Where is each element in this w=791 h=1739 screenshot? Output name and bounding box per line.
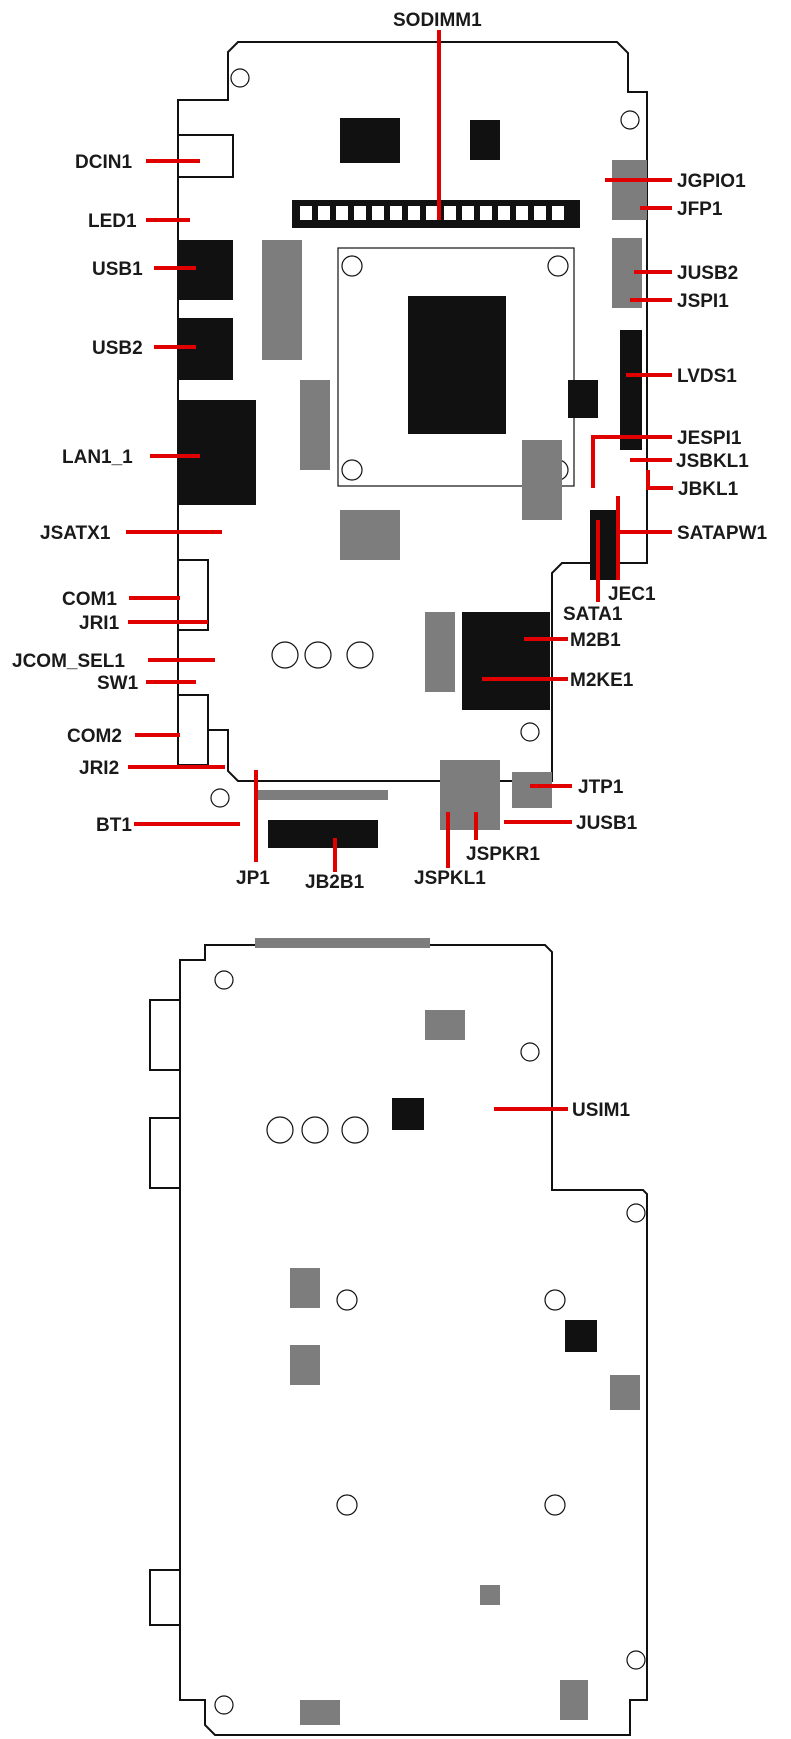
label-sodimm1: SODIMM1 xyxy=(393,10,482,31)
label-jspkl1: JSPKL1 xyxy=(414,868,486,889)
label-led1: LED1 xyxy=(88,211,137,232)
component-labels: SODIMM1 DCIN1 LED1 USB1 USB2 LAN1_1 JSAT… xyxy=(12,10,768,1121)
label-jusb1: JUSB1 xyxy=(576,813,638,834)
label-bt1: BT1 xyxy=(96,815,132,836)
label-usb1: USB1 xyxy=(92,259,143,280)
label-jbkl1: JBKL1 xyxy=(678,479,739,500)
label-dcin1: DCIN1 xyxy=(75,152,132,173)
label-jp1: JP1 xyxy=(236,868,270,889)
leader-jbkl1 xyxy=(646,470,650,490)
label-jri1: JRI1 xyxy=(79,613,120,634)
label-usb2: USB2 xyxy=(92,338,143,359)
label-jb2b1: JB2B1 xyxy=(305,872,365,893)
label-jfp1: JFP1 xyxy=(677,199,723,220)
label-jec1: JEC1 xyxy=(608,584,656,605)
label-jcom_sel1: JCOM_SEL1 xyxy=(12,651,125,672)
label-m2ke1: M2KE1 xyxy=(570,670,634,691)
label-usim1: USIM1 xyxy=(572,1100,631,1121)
label-satapw1: SATAPW1 xyxy=(677,523,768,544)
label-lvds1: LVDS1 xyxy=(677,366,737,387)
leader-jespi1 xyxy=(591,435,672,488)
label-jspi1: JSPI1 xyxy=(677,291,729,312)
label-jsbkl1: JSBKL1 xyxy=(676,451,749,472)
label-sata1: SATA1 xyxy=(563,604,623,625)
bottom-board xyxy=(149,938,648,1736)
label-lan1_1: LAN1_1 xyxy=(62,447,133,468)
label-com1: COM1 xyxy=(62,589,117,610)
label-sw1: SW1 xyxy=(97,673,139,694)
leader-lines xyxy=(126,30,673,1111)
label-jsatx1: JSATX1 xyxy=(40,523,111,544)
label-jspkr1: JSPKR1 xyxy=(466,844,540,865)
label-jri2: JRI2 xyxy=(79,758,119,779)
label-jgpio1: JGPIO1 xyxy=(677,171,746,192)
label-jespi1: JESPI1 xyxy=(677,428,742,449)
label-m2b1: M2B1 xyxy=(570,630,621,651)
label-com2: COM2 xyxy=(67,726,122,747)
label-jusb2: JUSB2 xyxy=(677,263,738,284)
label-jtp1: JTP1 xyxy=(578,777,624,798)
top-board xyxy=(177,41,648,848)
